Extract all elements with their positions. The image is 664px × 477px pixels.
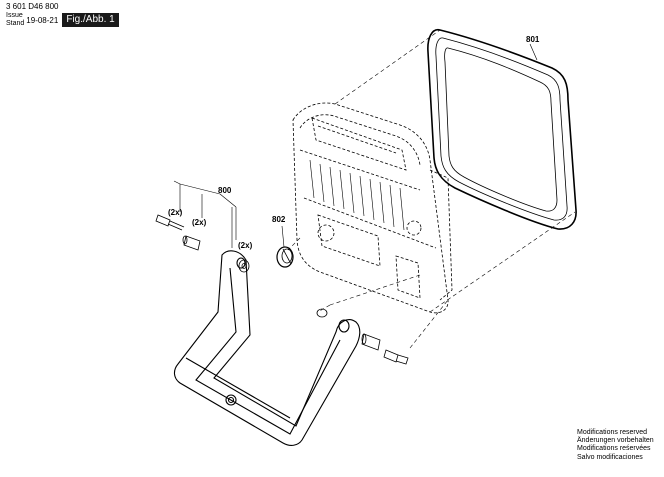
callout-802: 802 (272, 215, 286, 224)
callout-qty-bushing: (2x) (192, 218, 207, 227)
cooling-fins (309, 159, 405, 231)
leader-lines (173, 43, 538, 248)
light-head-housing (292, 102, 453, 314)
callout-labels: 801 800 802 (2x) (2x) (2x) (168, 35, 540, 250)
issue-labels: Issue Stand (6, 12, 24, 28)
modifications-de: Änderungen vorbehalten (577, 437, 654, 445)
fasteners (155, 214, 409, 365)
part-number: 3 601 D46 800 (6, 2, 59, 11)
header-block: 3 601 D46 800 Issue Stand 19-08-21 Fig./… (6, 2, 119, 28)
issue-label: Issue (6, 12, 23, 19)
cap-802 (276, 246, 294, 268)
modifications-es: Salvo modificaciones (577, 453, 643, 461)
stand-label: Stand (6, 20, 25, 27)
modifications-notice: Modifications reserved Änderungen vorbeh… (577, 429, 654, 462)
callout-qty-screw: (2x) (168, 208, 183, 217)
issue-row: Issue Stand 19-08-21 Fig./Abb. 1 (6, 12, 119, 28)
modifications-fr: Modifications reśervées (577, 445, 651, 453)
callout-800: 800 (218, 186, 232, 195)
figure-badge: Fig./Abb. 1 (62, 13, 119, 27)
issue-date: 19-08-21 (26, 15, 59, 25)
modifications-en: Modifications reserved (577, 429, 648, 436)
callout-801: 801 (526, 35, 540, 44)
stand-800 (173, 250, 361, 446)
assembly-guide-lines (287, 29, 576, 349)
gasket-801 (427, 28, 577, 230)
callout-qty-washer: (2x) (238, 241, 253, 250)
